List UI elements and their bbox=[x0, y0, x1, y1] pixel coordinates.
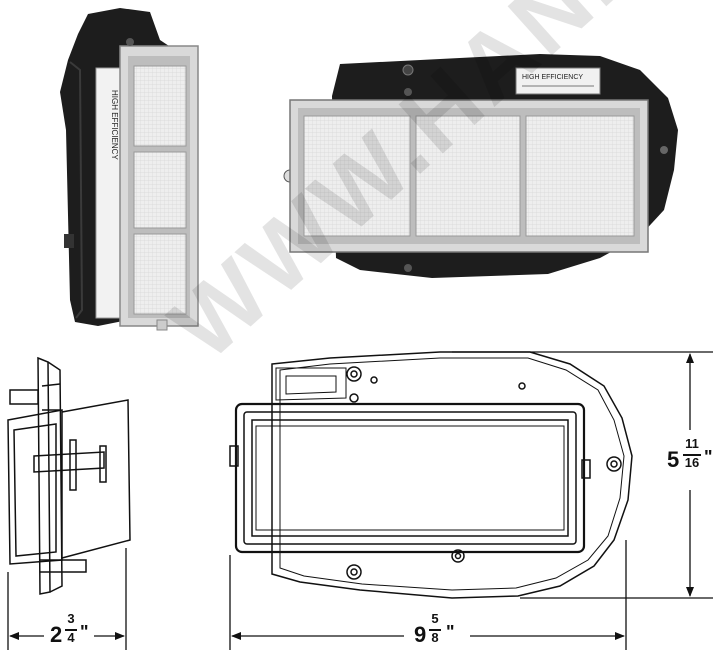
depth-whole: 2 bbox=[50, 622, 63, 647]
height-fraction-bar bbox=[683, 454, 701, 456]
height-numerator: 11 bbox=[685, 436, 699, 451]
dimension-lines bbox=[7, 351, 713, 650]
flat-filter-media-3 bbox=[525, 115, 635, 237]
tall-filter-media-1 bbox=[133, 65, 187, 147]
tall-filter-photo: HIGH EFFICIENCY bbox=[60, 8, 199, 331]
depth-fraction-bar bbox=[65, 629, 77, 631]
tall-filter-label-text: HIGH EFFICIENCY bbox=[110, 90, 119, 160]
depth-denominator: 4 bbox=[67, 630, 75, 645]
width-numerator: 5 bbox=[431, 611, 439, 626]
side-view-drawing bbox=[7, 356, 131, 595]
front-view-drawing bbox=[229, 351, 633, 599]
width-denominator: 8 bbox=[431, 630, 439, 645]
depth-numerator: 3 bbox=[67, 611, 75, 626]
front-housing-outline bbox=[271, 351, 633, 599]
flat-filter-label-text: HIGH EFFICIENCY bbox=[522, 74, 583, 81]
height-whole: 5 bbox=[667, 447, 680, 472]
flat-filter-media-2 bbox=[415, 115, 521, 237]
depth-unit: " bbox=[80, 622, 89, 642]
flat-filter-media-1 bbox=[303, 115, 411, 237]
height-unit: " bbox=[704, 447, 713, 467]
flat-filter-photo: HIGH EFFICIENCY bbox=[283, 54, 678, 278]
width-fraction-bar bbox=[429, 629, 441, 631]
tall-filter-media-3 bbox=[133, 233, 187, 315]
flat-filter-label bbox=[515, 67, 601, 95]
tall-filter-media-2 bbox=[133, 151, 187, 229]
width-whole: 9 bbox=[414, 622, 427, 647]
width-unit: " bbox=[446, 622, 455, 642]
height-denominator: 16 bbox=[684, 455, 700, 470]
